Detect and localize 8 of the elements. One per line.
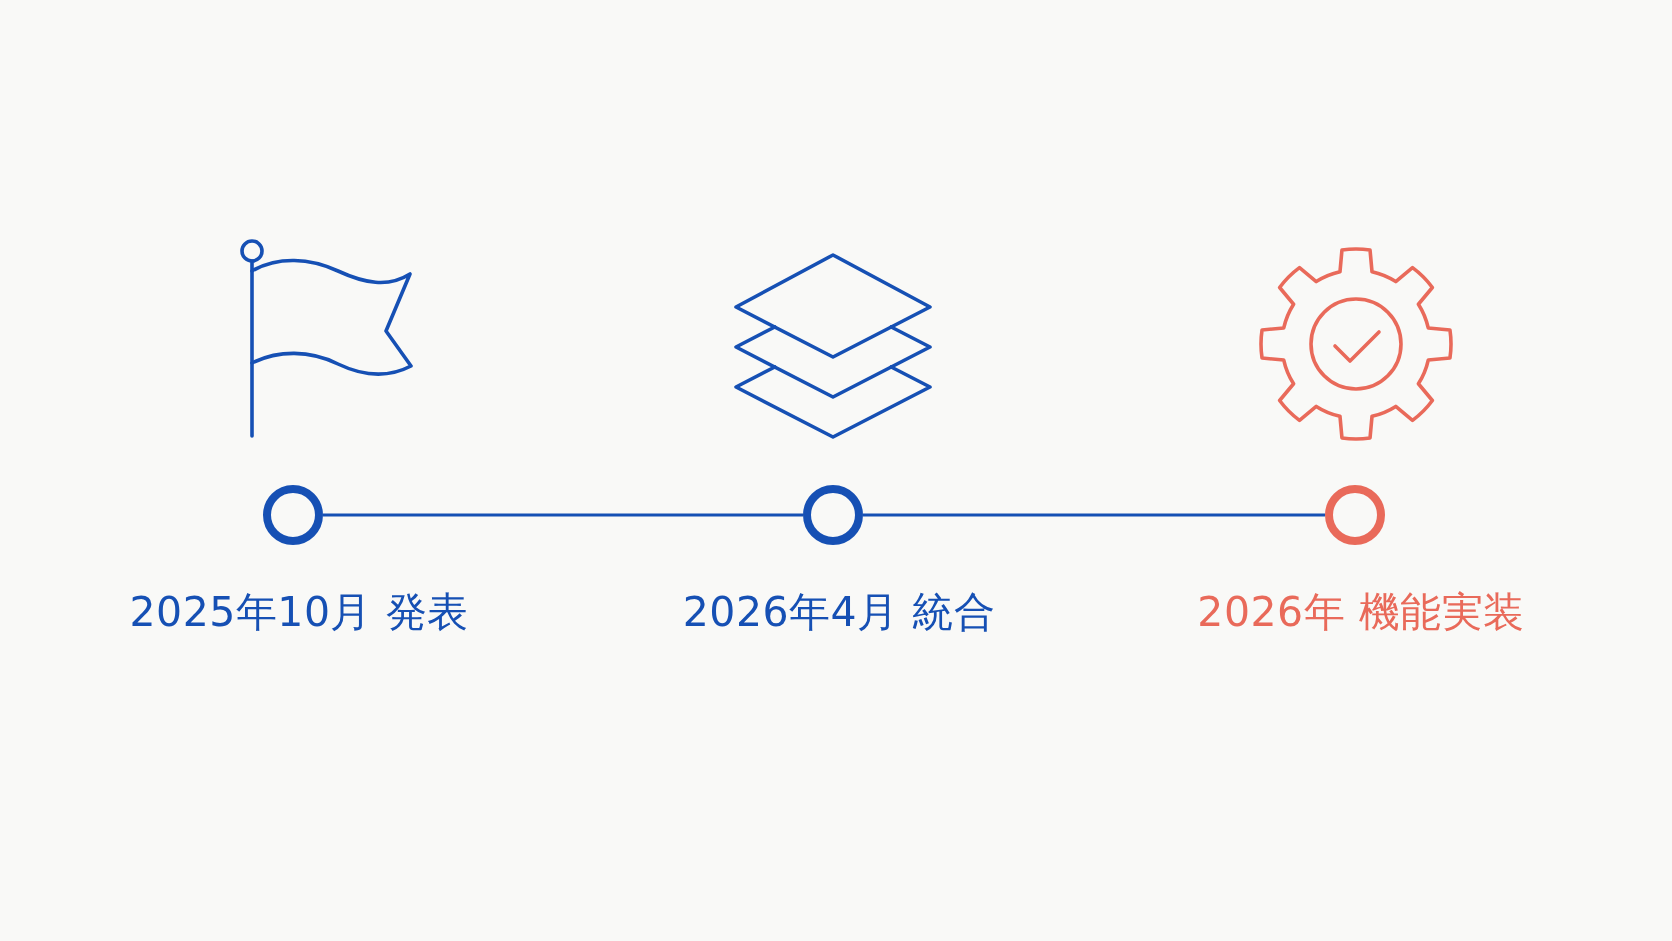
milestone-label: 2025年10月 発表 [129,589,469,637]
milestone-circle [263,485,323,545]
milestone-circle [803,485,863,545]
milestone-label: 2026年 機能実装 [1197,589,1525,637]
milestone-circle [1325,485,1385,545]
timeline-line [323,513,803,517]
milestone-label: 2026年4月 統合 [682,589,996,637]
timeline-line [863,513,1325,517]
